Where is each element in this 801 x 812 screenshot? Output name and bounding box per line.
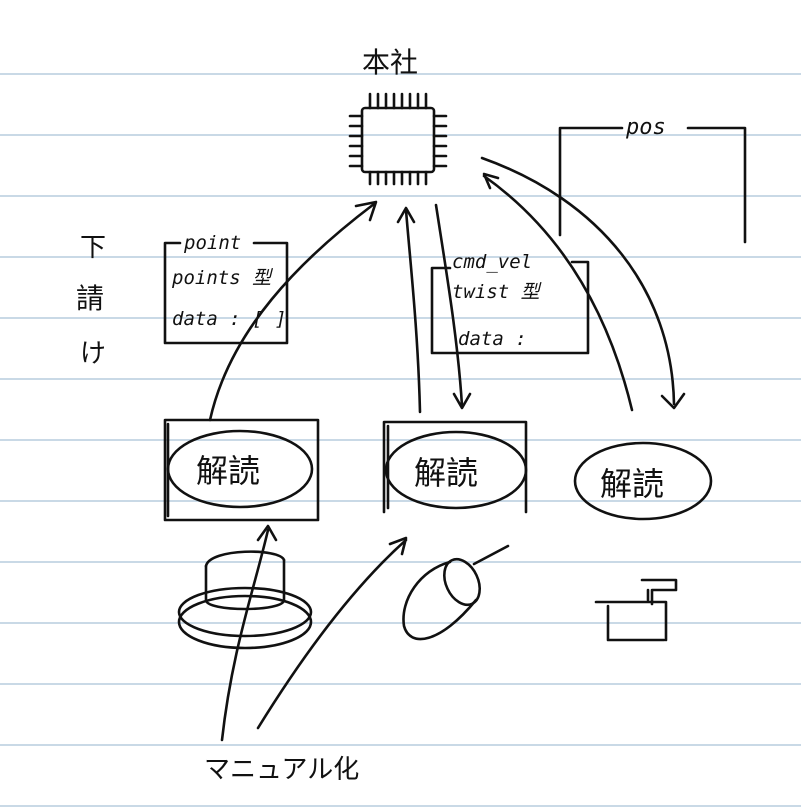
arrow-manual-to-decoder1	[220, 528, 270, 742]
subcontract-char-2: 請	[76, 282, 104, 315]
arrow-head-manual-decoder2	[388, 536, 408, 556]
decoder-box-1: 解読	[163, 418, 320, 522]
pos-topic-label: pos	[625, 115, 666, 140]
pos-message-box: pos	[558, 115, 747, 244]
arrow-decoder1-to-hq	[208, 202, 376, 422]
decoder-1-label: 解読	[196, 452, 260, 490]
arrow-decoder2-to-hq	[404, 208, 422, 414]
arrow-manual-to-decoder2	[256, 538, 408, 730]
arrow-head-decoder1-hq	[354, 200, 378, 222]
motor-icon	[402, 544, 510, 641]
decoder-3-label: 解読	[600, 465, 664, 503]
arrow-head-hq-decoder3	[660, 392, 686, 410]
subcontract-char-3: け	[80, 339, 106, 369]
subcontract-char-1: 下	[80, 233, 106, 263]
cmd-vel-type-label: twist 型	[452, 281, 542, 303]
chip-icon	[348, 92, 448, 186]
point-topic-label: point	[183, 232, 241, 254]
arrow-head-manual-decoder1	[256, 524, 278, 542]
encoder-icon	[594, 578, 678, 642]
decoder-box-3: 解読	[573, 441, 713, 521]
headquarters-label: 本社	[362, 46, 418, 79]
cmd-vel-topic-label: cmd_vel	[452, 251, 532, 273]
arrow-head-hq-decoder2	[452, 392, 472, 410]
arrow-decoder3-to-hq	[482, 174, 634, 412]
decoder-2-label: 解読	[414, 454, 478, 492]
lidar-sensor-icon	[177, 550, 313, 650]
point-message-box: point points 型 data : [ ]	[163, 232, 289, 345]
arrow-head-decoder2-hq	[396, 206, 416, 224]
arrow-hq-to-decoder3	[480, 156, 676, 406]
cmd-vel-field-label: data :	[458, 328, 527, 350]
point-type-label: points 型	[171, 267, 273, 289]
point-field-label: data : [ ]	[172, 308, 286, 330]
subcontract-label: 下 請 け	[76, 233, 106, 369]
arrow-hq-to-decoder2	[434, 203, 464, 408]
manualization-label: マニュアル化	[204, 755, 359, 785]
arrow-head-decoder3-hq	[482, 172, 500, 190]
decoder-box-2: 解読	[382, 420, 528, 514]
cmd-vel-message-box: cmd_vel twist 型 data :	[430, 251, 590, 355]
